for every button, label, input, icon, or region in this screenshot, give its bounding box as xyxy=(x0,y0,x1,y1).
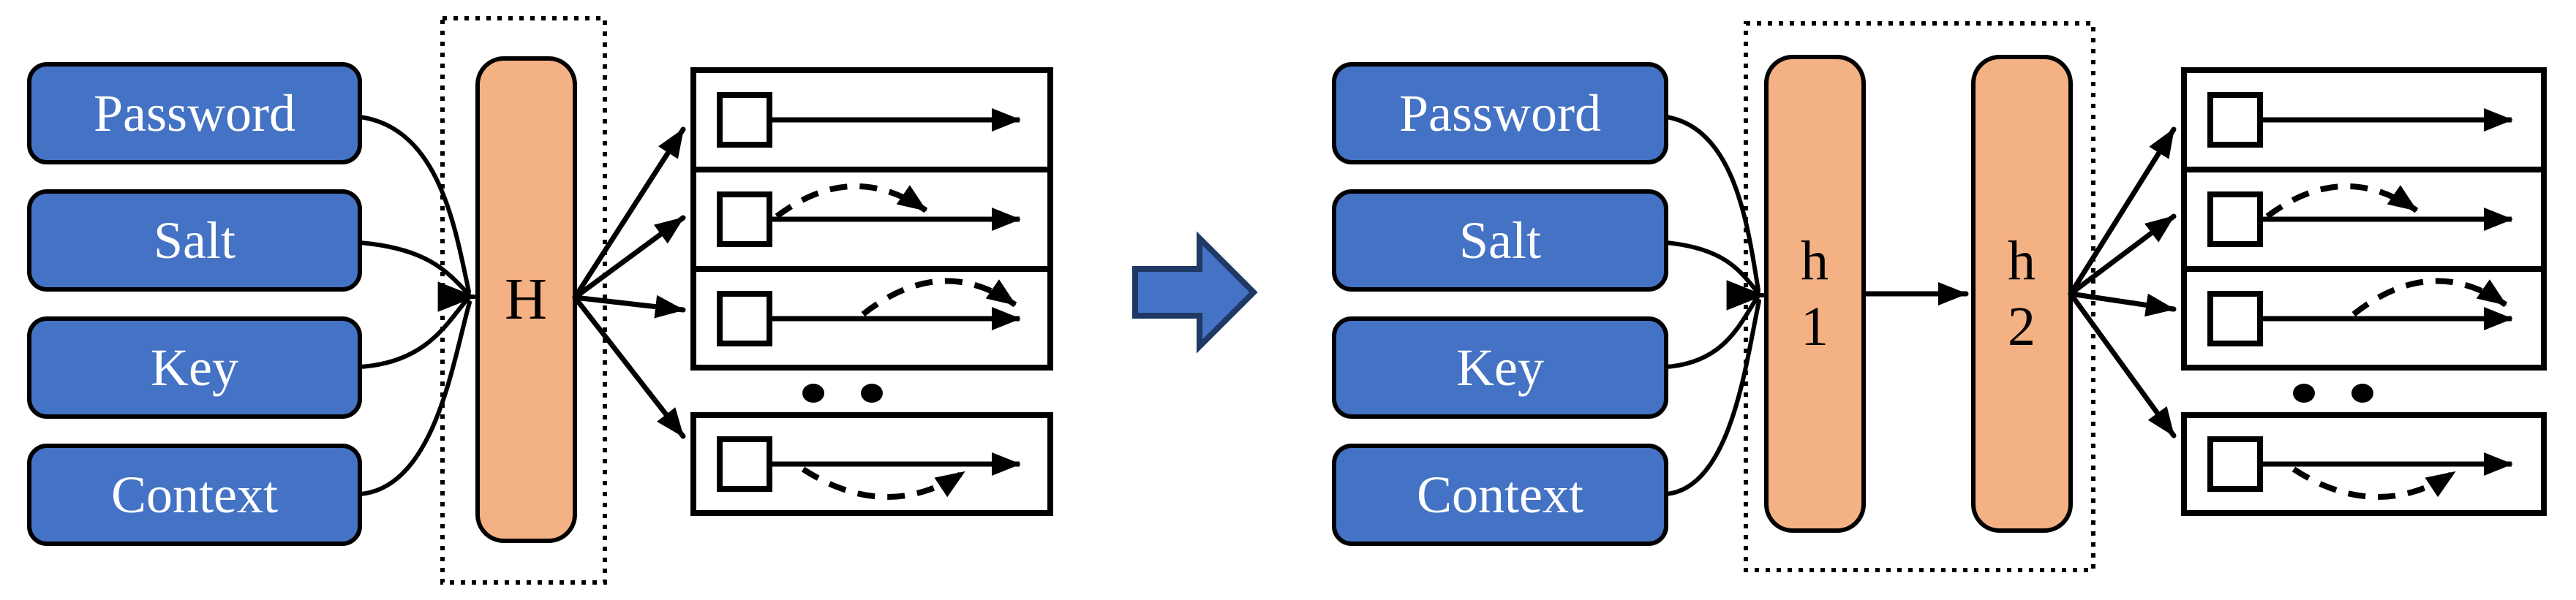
password-to-h1-curve xyxy=(1664,115,1760,292)
h2-label-line2: 2 xyxy=(2008,296,2035,357)
output-row-4 xyxy=(690,412,1053,516)
output-row-1 xyxy=(717,92,1021,148)
h1-label-line1: h xyxy=(1801,230,1829,292)
ellipsis-dots xyxy=(2293,384,2373,403)
chain-square xyxy=(717,436,772,492)
salt-label: Salt xyxy=(1459,211,1541,270)
h-to-row1-arrow xyxy=(572,126,686,300)
salt-box xyxy=(1332,189,1668,292)
h2-box xyxy=(1971,55,2073,533)
password-box xyxy=(1332,62,1668,164)
ellipsis-dot xyxy=(2293,384,2315,403)
output-row-4-frame xyxy=(690,412,1053,516)
context-to-h-curve xyxy=(358,300,472,496)
context-label: Context xyxy=(1417,466,1583,524)
h2-to-row2-arrow xyxy=(2068,213,2177,297)
output-row-1 xyxy=(2207,92,2513,148)
password-label: Password xyxy=(1399,84,1601,143)
h-to-row4-arrow xyxy=(572,295,686,439)
skip-dashed-arrow xyxy=(775,183,928,219)
hash-node-h1: h 1 xyxy=(1764,55,1866,533)
skip-dashed-arrow-below xyxy=(801,466,966,500)
chain-square xyxy=(717,191,772,247)
chain-square xyxy=(2207,291,2263,346)
chain-square xyxy=(2207,92,2263,148)
ellipsis-dots xyxy=(802,384,883,403)
h-to-row2-arrow xyxy=(572,215,686,300)
output-row-3 xyxy=(717,278,1021,346)
hash-node-h2: h 2 xyxy=(1971,55,2073,533)
chain-square xyxy=(2207,436,2263,492)
h2-to-row1-arrow xyxy=(2068,126,2177,297)
right-input-key: Key xyxy=(1332,316,1668,419)
left-input-context: Context xyxy=(27,444,362,546)
h1-label-line2: 1 xyxy=(1801,296,1829,357)
chain-square xyxy=(717,92,772,148)
h2-to-row3-arrow xyxy=(2068,291,2177,317)
h-to-row3-arrow xyxy=(572,295,686,319)
right-input-context: Context xyxy=(1332,444,1668,546)
context-to-h1-curve xyxy=(1664,299,1761,496)
hash-group-outline-right xyxy=(1744,21,2095,572)
salt-to-h-curve xyxy=(358,240,471,297)
skip-dashed-arrow xyxy=(2351,278,2508,317)
h2-to-row4-arrow xyxy=(2068,291,2177,438)
transform-step xyxy=(1132,231,1258,354)
skip-dashed-arrow xyxy=(861,278,1017,317)
output-rows-1-3-frame xyxy=(690,67,1053,371)
hash-node-H-label: H xyxy=(505,267,547,332)
output-row-4-frame xyxy=(2181,412,2547,516)
h1-box xyxy=(1764,55,1866,533)
left-input-salt: Salt xyxy=(27,189,362,292)
hash-group-outline-left xyxy=(440,16,607,585)
left-input-key: Key xyxy=(27,316,362,419)
output-row-2 xyxy=(2207,183,2513,247)
output-row-3 xyxy=(2207,278,2513,346)
ellipsis-dot xyxy=(2351,384,2373,403)
right-output-stack xyxy=(2181,67,2547,516)
right-input-password: Password xyxy=(1332,62,1668,164)
chain-square xyxy=(717,291,772,346)
chain-square xyxy=(2207,191,2263,247)
key-to-h-curve xyxy=(358,295,471,369)
output-rows-1-3-frame xyxy=(2181,67,2547,371)
key-label: Key xyxy=(151,338,238,397)
right-input-salt: Salt xyxy=(1332,189,1668,292)
salt-box xyxy=(27,189,362,292)
skip-dashed-arrow xyxy=(2265,183,2419,219)
right-diagram: Password Salt Key Context h 1 h xyxy=(1332,21,2547,572)
password-label: Password xyxy=(94,84,295,143)
key-label: Key xyxy=(1456,338,1544,397)
skip-dashed-arrow-below xyxy=(2291,466,2457,500)
salt-label: Salt xyxy=(154,211,236,270)
right-block-arrow-icon xyxy=(1132,231,1258,354)
left-output-stack xyxy=(690,67,1053,516)
password-to-h-curve xyxy=(358,115,471,294)
ellipsis-dot xyxy=(861,384,883,403)
h2-label-line1: h xyxy=(2008,230,2035,292)
context-label: Context xyxy=(111,466,278,524)
left-input-password: Password xyxy=(27,62,362,164)
output-row-4 xyxy=(2181,412,2547,516)
output-row-2 xyxy=(717,183,1021,247)
password-box xyxy=(27,62,362,164)
left-diagram: Password Salt Key Context H xyxy=(27,16,1053,585)
ellipsis-dot xyxy=(802,384,824,403)
